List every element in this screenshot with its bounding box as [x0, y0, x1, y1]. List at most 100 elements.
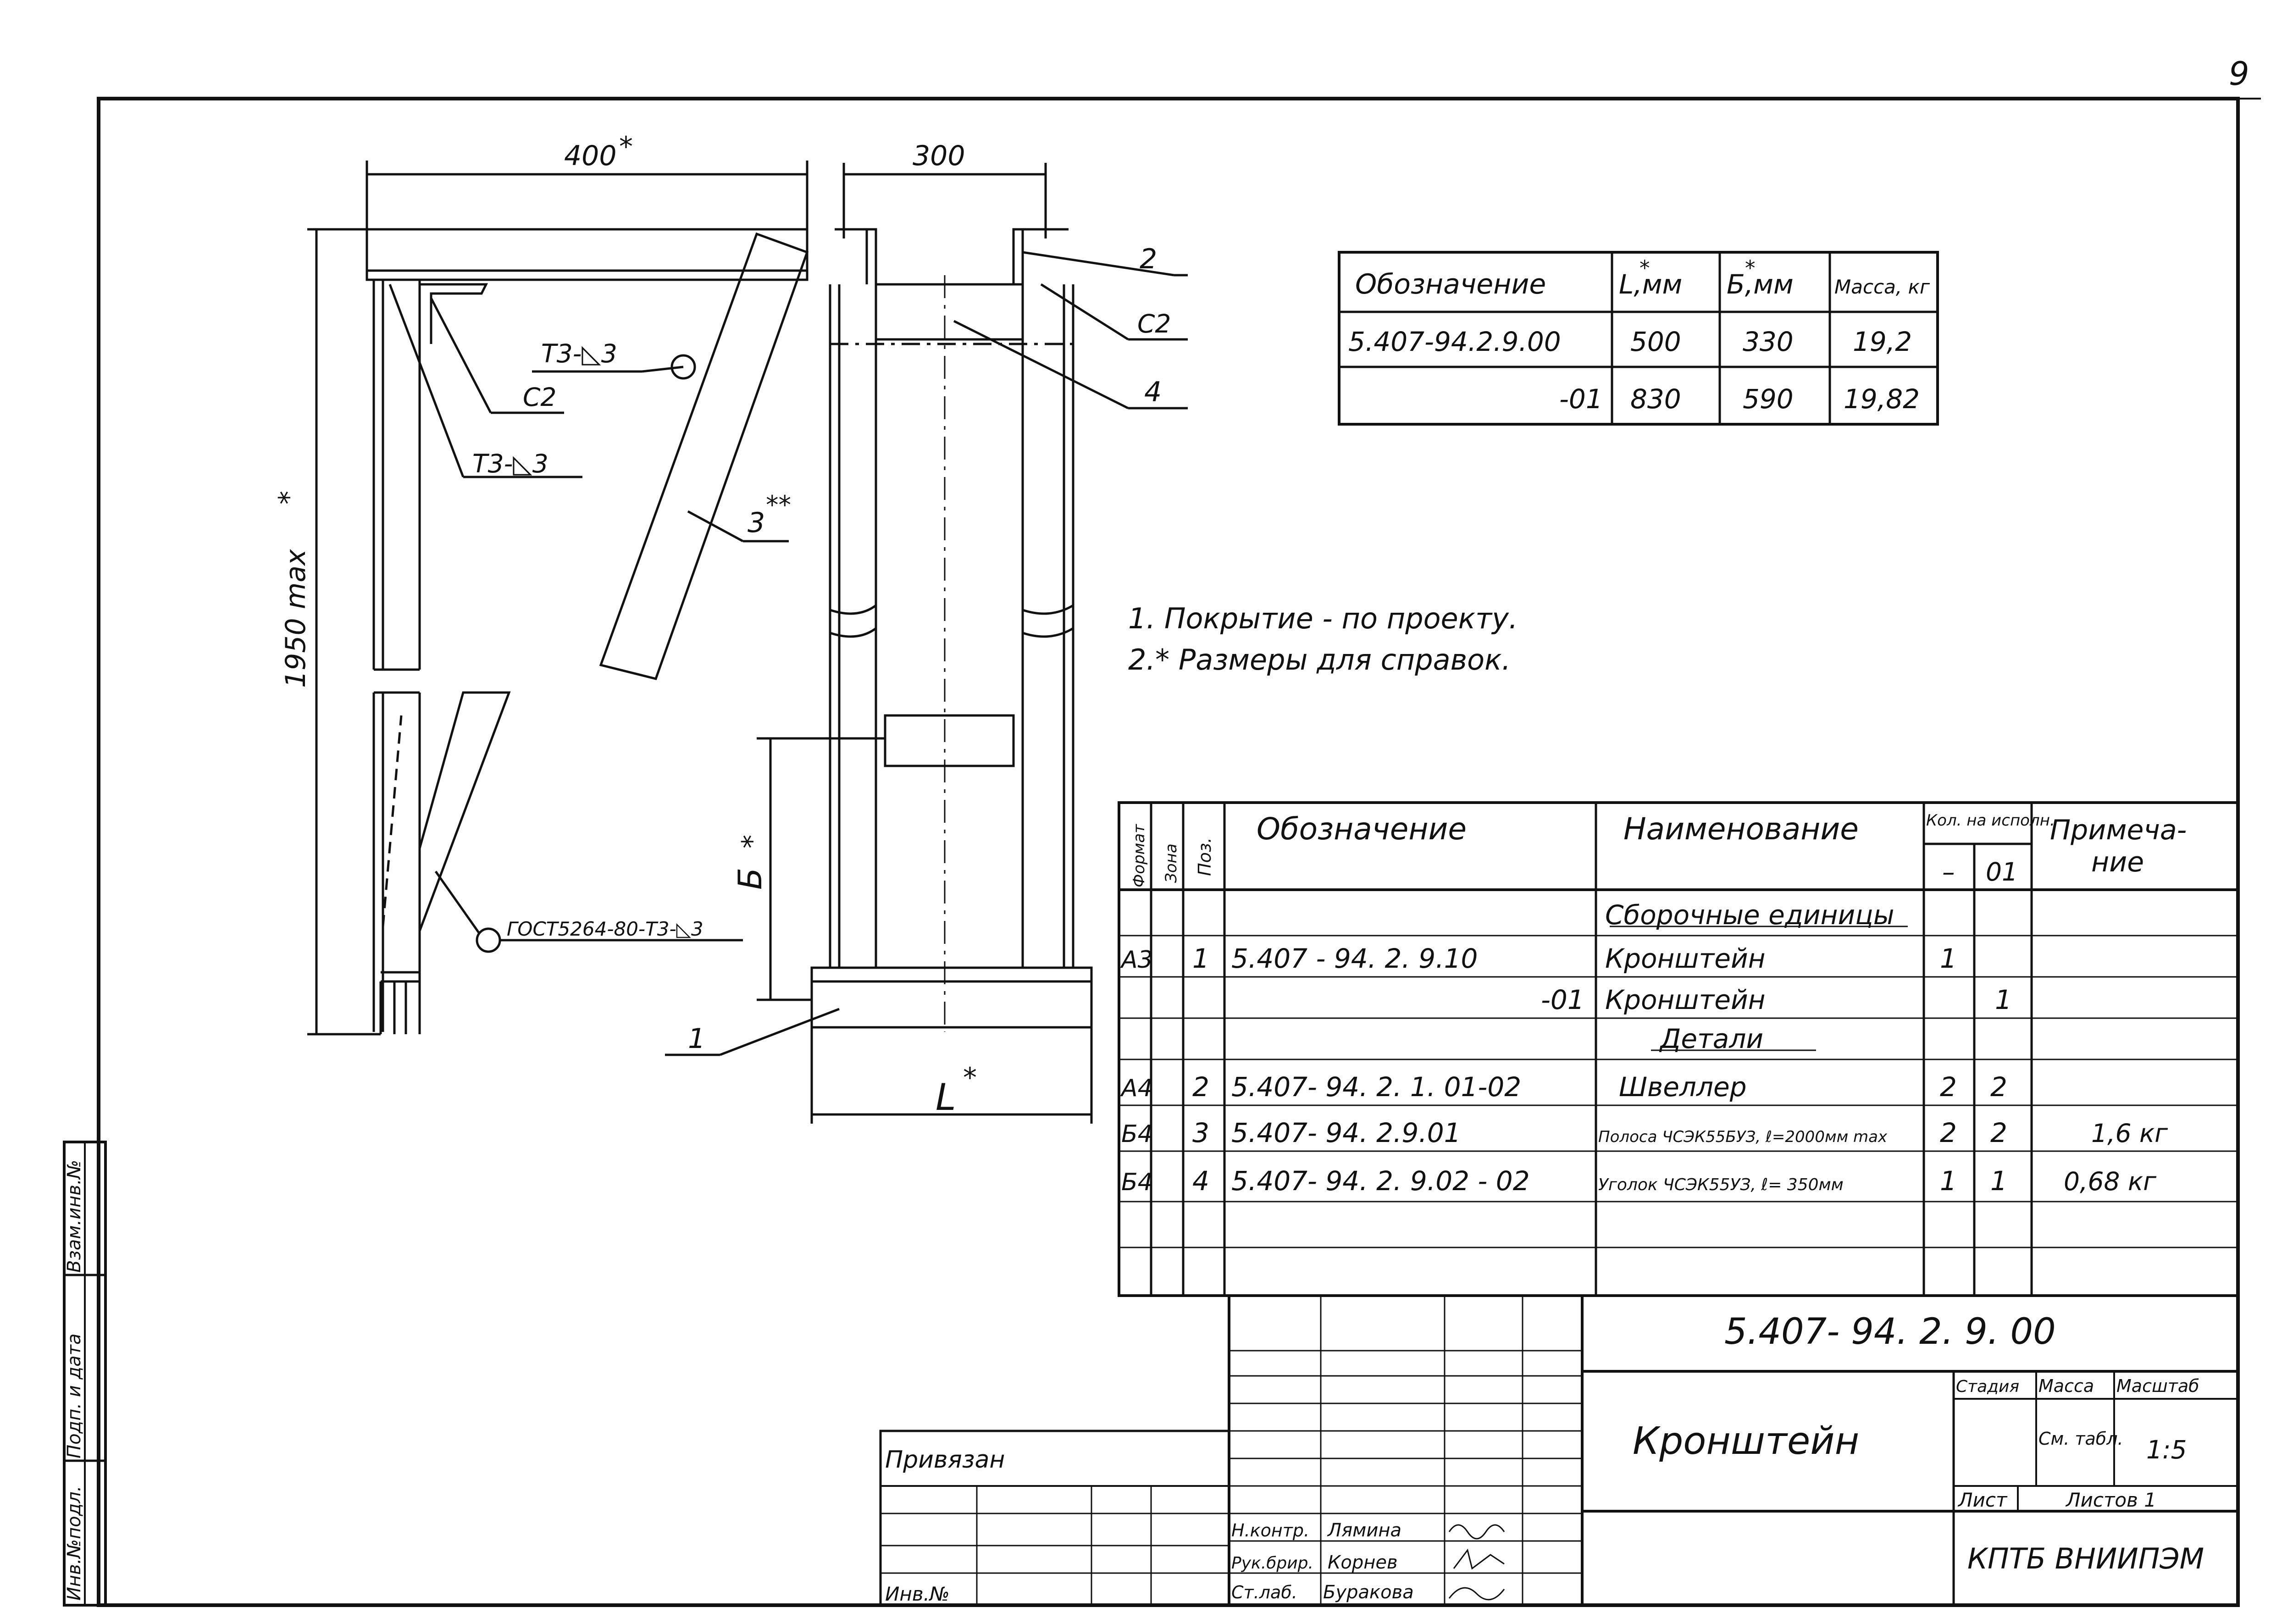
right-view: [757, 163, 1188, 1124]
spec-row-format: А3: [1120, 946, 1153, 974]
sign-name: Корнев: [1328, 1552, 1398, 1573]
dim-l: L: [936, 1076, 956, 1119]
signature-mark: [1448, 1524, 1505, 1540]
side-label-sign: Подп. и дата: [64, 1334, 85, 1458]
title-mass-label: Масса: [2038, 1376, 2094, 1396]
spec-row-note: 0,68 кг: [2064, 1167, 2157, 1196]
callout-part-3: 3: [748, 507, 765, 539]
spec-row-pos: 3: [1192, 1117, 1209, 1148]
note-1: 1. Покрытие - по проекту.: [1128, 602, 1518, 635]
spec-header-name: Наименование: [1623, 811, 1859, 847]
spec-row-q1: 2: [1940, 1071, 1957, 1103]
spec-header-qty: Кол. на исполн.: [1926, 811, 2055, 830]
callout-part-4: 4: [1144, 376, 1162, 408]
spec-row-name: Уголок ЧСЭК55УЗ, ℓ= 350мм: [1598, 1175, 1844, 1194]
spec-row-designation: 5.407- 94. 2. 9.02 - 02: [1231, 1165, 1530, 1197]
spec-row-name: Сборочные единицы: [1605, 899, 1894, 931]
side-label-replace: Взам.инв.№: [64, 1160, 85, 1273]
note-2: 2.* Размеры для справок.: [1128, 643, 1511, 676]
spec-row-name: Кронштейн: [1605, 984, 1766, 1015]
spec-row-format: Б4: [1121, 1169, 1153, 1196]
sign-role: Ст.лаб.: [1231, 1582, 1297, 1602]
variants-row1-b: 330: [1743, 326, 1794, 357]
spec-row-name: Кронштейн: [1605, 943, 1766, 974]
title-org: КПТБ ВНИИПЭМ: [1967, 1542, 2204, 1575]
variants-header-designation: Обозначение: [1355, 268, 1546, 300]
sign-role: Рук.брир.: [1231, 1554, 1313, 1573]
sign-name: Буракова: [1323, 1582, 1414, 1603]
signature-mark: [1448, 1587, 1505, 1601]
title-scale-value: 1:5: [2146, 1435, 2187, 1464]
variants-row1-l: 500: [1630, 326, 1681, 357]
spec-row-q2: 2: [1990, 1117, 2007, 1148]
variants-header-l-star: *: [1639, 256, 1650, 280]
page-number: 9: [2229, 55, 2249, 93]
sign-name: Лямина: [1327, 1520, 1401, 1541]
variants-row2-designation: -01: [1559, 383, 1603, 415]
callout-weld-mid: Т3-◺3: [472, 449, 548, 478]
spec-row-name: Полоса ЧСЭК55БУЗ, ℓ=2000мм max: [1598, 1128, 1888, 1146]
title-name: Кронштейн: [1633, 1419, 1859, 1463]
title-mass-value: См. табл.: [2038, 1429, 2123, 1449]
spec-header-qty-a: –: [1942, 857, 1955, 887]
variants-row2-l: 830: [1630, 383, 1681, 415]
callout-part-2: 2: [1140, 243, 1157, 275]
callout-part-3-stars: **: [766, 490, 791, 520]
spec-row-q1: 1: [1940, 1165, 1957, 1197]
inv-label: Инв.№: [885, 1583, 950, 1605]
spec-header-qty-b: 01: [1986, 857, 2018, 887]
spec-row-designation: -01: [1541, 984, 1584, 1015]
spec-row-q2: 1: [1995, 984, 2012, 1015]
spec-row-name: Швеллер: [1619, 1071, 1747, 1103]
sign-role: Н.контр.: [1231, 1520, 1309, 1541]
variants-header-b: Б,мм: [1727, 269, 1794, 300]
variants-header-mass: Масса, кг: [1834, 276, 1930, 298]
spec-header-note-1: Примеча-: [2050, 814, 2187, 846]
spec-header-note-2: ние: [2091, 846, 2144, 878]
spec-header-format: Формат: [1130, 824, 1148, 887]
title-scale-label: Масштаб: [2116, 1376, 2199, 1396]
bound-label: Привязан: [885, 1446, 1005, 1474]
dim-top-width: 400: [564, 140, 617, 172]
signature-mark: [1453, 1548, 1505, 1570]
side-strip: Инв.№подл. Подп. и дата Взам.инв.№: [63, 1141, 107, 1607]
spec-row-pos: 1: [1192, 943, 1209, 974]
dim-l-star: *: [963, 1062, 977, 1094]
variants-row2-mass: 19,82: [1844, 383, 1920, 415]
variants-row1-designation: 5.407-94.2.9.00: [1348, 326, 1561, 357]
spec-row-format: Б4: [1121, 1120, 1153, 1148]
spec-row-pos: 4: [1192, 1165, 1209, 1197]
spec-row-note: 1,6 кг: [2091, 1119, 2168, 1148]
callout-weld-top: Т3-◺3: [541, 339, 617, 368]
left-view: [307, 161, 840, 1056]
spec-row-name: Детали: [1659, 1023, 1763, 1054]
spec-row-q2: 1: [1990, 1165, 2007, 1197]
side-label-inv: Инв.№подл.: [64, 1485, 85, 1601]
spec-row-format: А4: [1120, 1075, 1153, 1102]
spec-header-zone: Зона: [1162, 843, 1180, 883]
dim-b: Б: [731, 868, 769, 890]
dim-height-star: *: [273, 491, 305, 504]
variants-header-l: L,мм: [1619, 269, 1682, 300]
callout-c2-left: С2: [523, 382, 556, 412]
dim-side-width: 300: [913, 140, 965, 172]
dim-b-star: *: [736, 835, 768, 848]
title-sheet-label: Лист: [1957, 1489, 2008, 1511]
spec-row-q1: 2: [1940, 1117, 1957, 1148]
spec-row-designation: 5.407- 94. 2. 1. 01-02: [1231, 1071, 1521, 1103]
spec-header-designation: Обозначение: [1257, 811, 1467, 847]
title-stage-label: Стадия: [1956, 1377, 2019, 1396]
dim-top-width-star: *: [619, 131, 633, 163]
title-code: 5.407- 94. 2. 9. 00: [1724, 1311, 2056, 1352]
title-block: [879, 1294, 2239, 1607]
spec-row-q2: 2: [1990, 1071, 2007, 1103]
spec-row-designation: 5.407- 94. 2.9.01: [1231, 1117, 1461, 1148]
callout-gost: ГОСТ5264-80-Т3-◺3: [507, 918, 703, 940]
variants-row2-b: 590: [1743, 383, 1794, 415]
variants-table: [1338, 251, 1939, 426]
spec-row-designation: 5.407 - 94. 2. 9.10: [1231, 943, 1478, 974]
spec-row-q1: 1: [1940, 943, 1957, 974]
callout-part-1: 1: [688, 1023, 705, 1055]
